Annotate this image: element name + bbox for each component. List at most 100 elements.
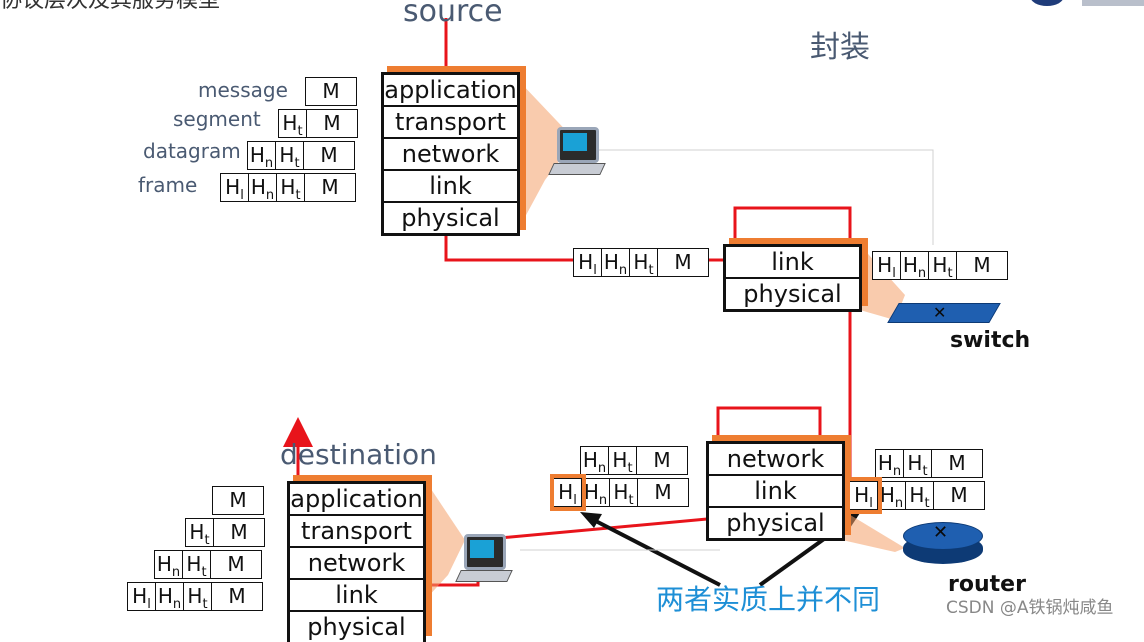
packet-frame-router-left: Hl Hn Ht M [553, 478, 689, 508]
packet-datagram: Hn Ht M [247, 141, 355, 171]
header-transport: Ht [610, 479, 638, 508]
pdu-frame: frame [138, 173, 198, 197]
packet-datagram-router-out: Hn Ht M [875, 449, 983, 479]
header-transport: Ht [929, 252, 957, 281]
pdu-segment: segment [173, 107, 261, 131]
header-transport: Ht [279, 110, 307, 139]
note-text: 两者实质上并不同 [656, 583, 881, 616]
header-link: Hl [128, 583, 156, 612]
layer-application: application [290, 484, 423, 516]
layer-physical: physical [743, 280, 842, 308]
slide-header-fragment: 协议层次及其服务模型 [0, 0, 221, 13]
header-network: Hn [878, 482, 906, 511]
header-network: Hn [249, 174, 277, 203]
layer-network: network [290, 548, 423, 580]
payload-cell: M [950, 483, 968, 507]
layer-link: link [290, 580, 423, 612]
header-link: Hl [873, 252, 901, 281]
glow-switch [860, 245, 905, 320]
header-network: Hn [901, 252, 929, 281]
header-link: Hl [850, 482, 878, 511]
payload-cell: M [229, 488, 247, 512]
layer-physical: physical [307, 613, 406, 641]
header-transport: Ht [630, 249, 658, 278]
glow-source [518, 80, 575, 230]
header-transport: Ht [183, 551, 211, 580]
packet-frame-to-switch: Hl Hn Ht M [573, 248, 709, 278]
header-link: Hl [574, 249, 602, 278]
layer-link: link [384, 171, 517, 203]
payload-cell: M [230, 520, 248, 544]
dest-packet-frame: Hl Hn Ht M [127, 582, 263, 612]
packet-datagram-router-in: Hn Ht M [580, 446, 688, 476]
payload-cell: M [321, 175, 339, 199]
header-network: Hn [156, 583, 184, 612]
header-link: Hl [221, 174, 249, 203]
destination-label: destination [280, 438, 437, 471]
computer-icon [545, 125, 606, 180]
pdu-datagram: datagram [143, 139, 241, 163]
watermark: CSDN @A铁锅炖咸鱼 [946, 598, 1114, 618]
header-transport: Ht [276, 142, 304, 171]
layer-physical: physical [401, 204, 500, 232]
switch-stack: link physical [723, 244, 862, 312]
header-transport: Ht [904, 450, 932, 479]
packet-message: M [305, 77, 357, 106]
payload-cell: M [948, 451, 966, 475]
header-network: Hn [876, 450, 904, 479]
payload-cell: M [320, 143, 338, 167]
source-stack: application transport network link physi… [381, 72, 520, 236]
payload-cell: M [653, 448, 671, 472]
layer-network: network [384, 139, 517, 171]
source-label: source [403, 0, 503, 29]
destination-stack: application transport network link physi… [287, 481, 426, 642]
layer-link: link [709, 476, 842, 508]
computer-icon [452, 532, 513, 587]
layer-transport: transport [290, 516, 423, 548]
glow-dest [425, 480, 465, 600]
gray-link-line [598, 149, 934, 245]
switch-label: switch [950, 328, 1031, 353]
header-network: Hn [582, 479, 610, 508]
layer-application: application [384, 75, 517, 107]
payload-cell: M [973, 253, 991, 277]
dest-packet-datagram: Hn Ht M [154, 550, 262, 580]
router-label: router [948, 572, 1026, 597]
pdu-message: message [198, 78, 288, 102]
payload-cell: M [654, 480, 672, 504]
highlight-link-header-right [846, 477, 882, 514]
payload-cell: M [227, 552, 245, 576]
packet-frame: Hl Hn Ht M [220, 173, 356, 203]
header-transport: Ht [184, 583, 212, 612]
encapsulation-label: 封装 [810, 30, 870, 65]
header-transport: Ht [609, 447, 637, 476]
glow-router [842, 510, 905, 552]
logo-text [1082, 0, 1144, 6]
payload-cell: M [322, 79, 340, 103]
header-transport: Ht [277, 174, 305, 203]
router-stack: network link physical [706, 441, 845, 541]
switch-icon: ✕ [887, 295, 1001, 325]
header-network: Hn [581, 447, 609, 476]
packet-segment: Ht M [278, 109, 358, 139]
layer-physical: physical [726, 509, 825, 537]
packet-frame-router-right: Hl Hn Ht M [849, 481, 985, 511]
header-transport: Ht [186, 519, 214, 548]
payload-cell: M [228, 584, 246, 608]
university-logo [1030, 0, 1064, 6]
highlight-link-header-left [550, 474, 586, 511]
packet-frame-from-switch: Hl Hn Ht M [872, 251, 1008, 281]
header-network: Hn [248, 142, 276, 171]
header-transport: Ht [906, 482, 934, 511]
payload-cell: M [323, 111, 341, 135]
dest-packet-message: M [212, 486, 264, 515]
payload-cell: M [674, 250, 692, 274]
dest-packet-segment: Ht M [185, 518, 265, 548]
layer-network: network [709, 444, 842, 476]
router-icon: ✕ [903, 520, 985, 568]
header-network: Hn [602, 249, 630, 278]
layer-link: link [726, 247, 859, 279]
header-link: Hl [554, 479, 582, 508]
layer-transport: transport [384, 107, 517, 139]
header-network: Hn [155, 551, 183, 580]
